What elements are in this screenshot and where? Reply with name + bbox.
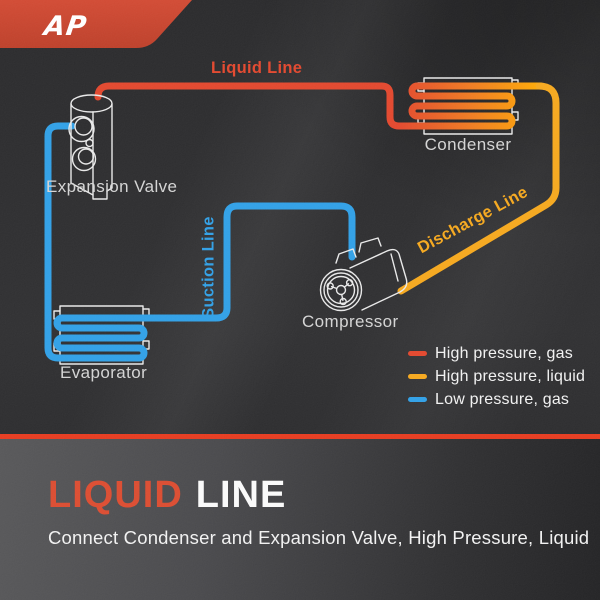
legend-label: High pressure, gas xyxy=(435,344,573,362)
condenser-label: Condenser xyxy=(424,135,512,154)
legend-item-high-pressure-gas: High pressure, gas xyxy=(408,342,585,365)
red-divider xyxy=(0,434,600,439)
compressor-label: Compressor xyxy=(302,312,399,331)
legend-swatch-red xyxy=(408,351,427,356)
brand-badge: AP xyxy=(0,0,192,48)
legend-swatch-blue xyxy=(408,397,427,402)
expansion-valve-label: Expansion Valve xyxy=(46,177,178,196)
footer-title-secondary: LINE xyxy=(195,474,287,516)
legend-label: Low pressure, gas xyxy=(435,390,570,408)
brand-logo-text: AP xyxy=(40,11,89,42)
liquid-line-label: Liquid Line xyxy=(211,59,303,77)
legend: High pressure, gas High pressure, liquid… xyxy=(408,342,585,411)
evaporator-label: Evaporator xyxy=(60,363,148,382)
legend-swatch-amber xyxy=(408,374,427,379)
footer-panel xyxy=(0,439,600,600)
suction-line-label: Suction Line xyxy=(199,216,218,319)
compressor-drawing xyxy=(319,237,408,312)
footer-title: LIQUID LINE xyxy=(48,474,286,517)
footer-subtitle: Connect Condenser and Expansion Valve, H… xyxy=(48,527,590,548)
legend-item-low-pressure-gas: Low pressure, gas xyxy=(408,388,585,411)
legend-item-high-pressure-liquid: High pressure, liquid xyxy=(408,365,585,388)
legend-label: High pressure, liquid xyxy=(435,367,586,385)
condenser-coil xyxy=(396,82,545,130)
liquid-line-pipe xyxy=(94,82,406,130)
footer-title-primary: LIQUID xyxy=(48,474,183,516)
